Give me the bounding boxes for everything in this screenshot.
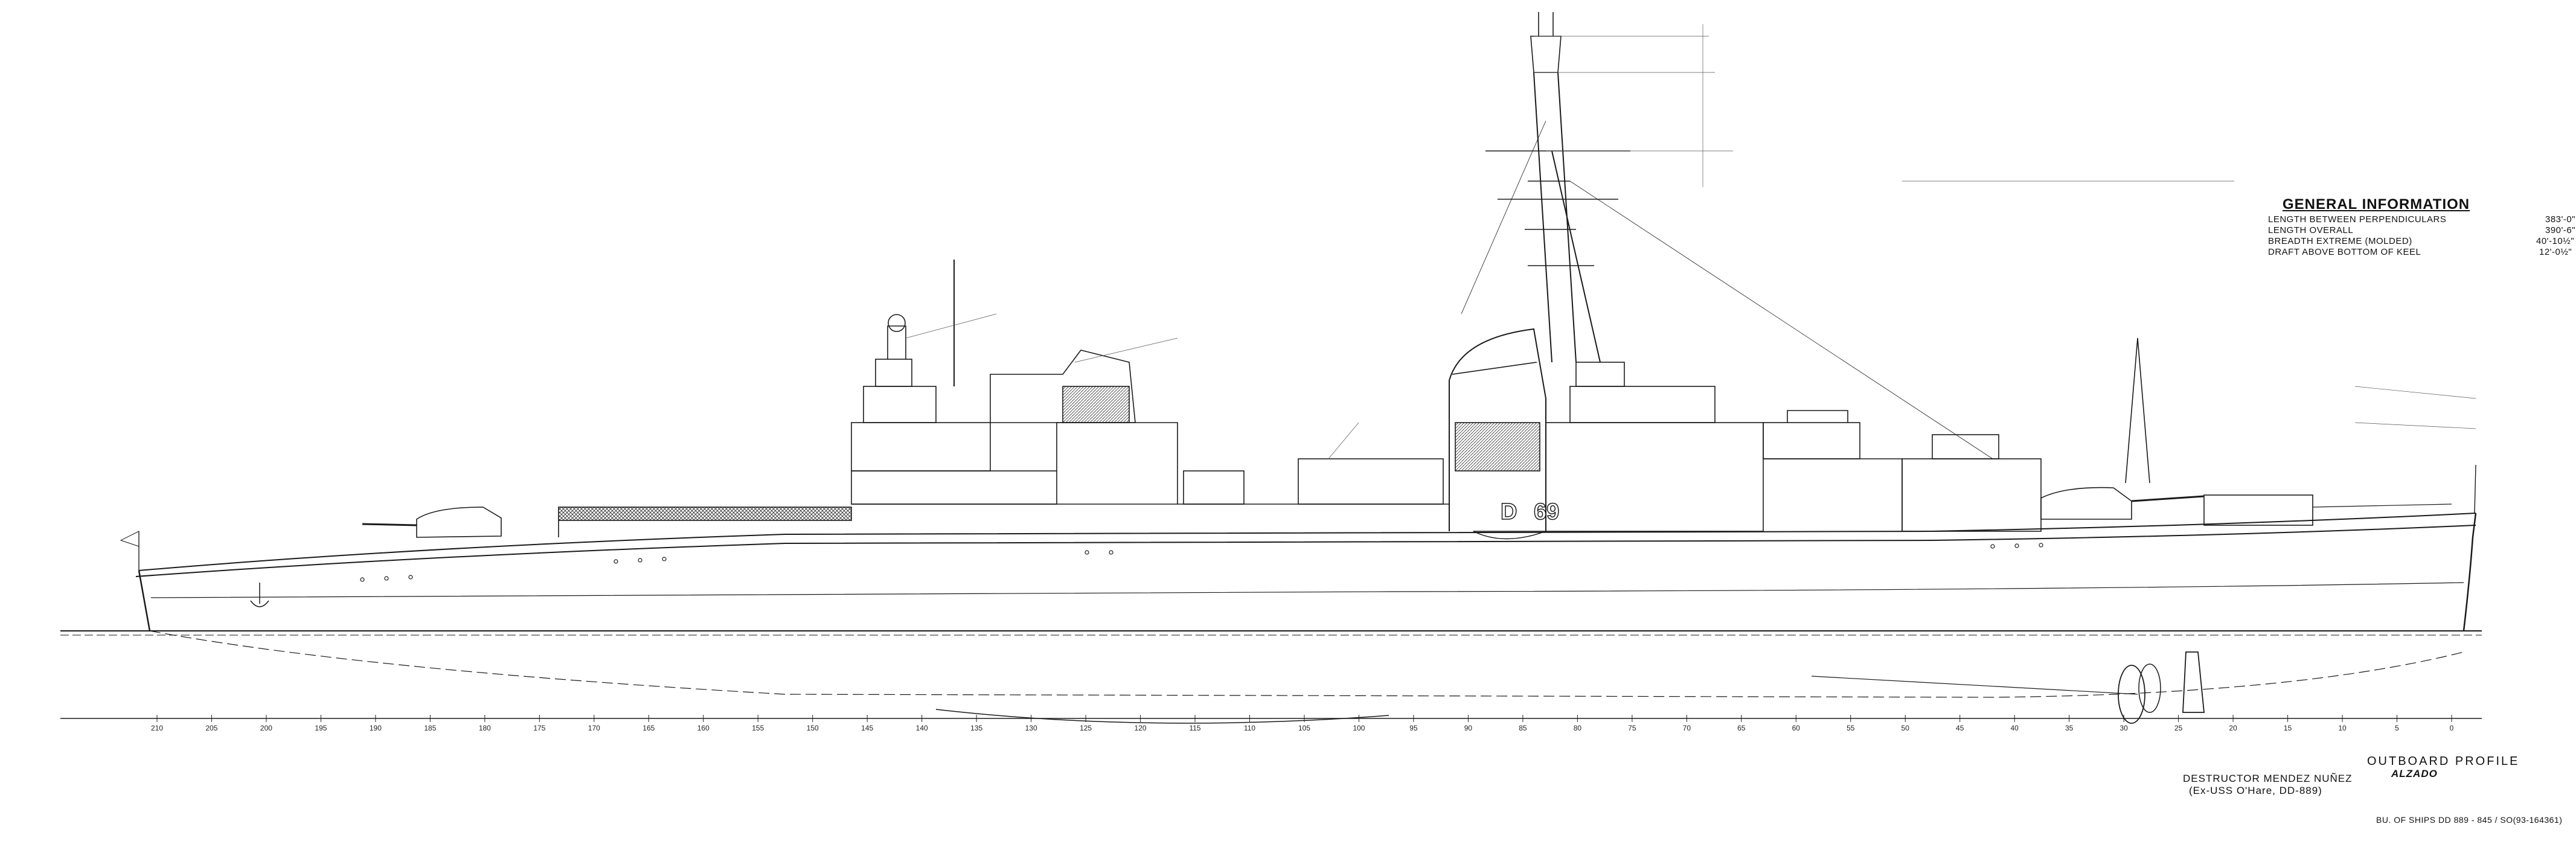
frame-label: 70	[1683, 724, 1691, 732]
frame-label: 40	[2011, 724, 2019, 732]
frame-label: 210	[151, 724, 163, 732]
frame-label: 110	[1244, 724, 1255, 732]
frame-label: 5	[2395, 724, 2399, 732]
frame-label: 105	[1298, 724, 1310, 732]
frame-label: 120	[1135, 724, 1147, 732]
ex-name: (Ex-USS O'Hare, DD-889)	[2189, 785, 2322, 796]
frame-label: 205	[205, 724, 217, 732]
frame-label: 80	[1574, 724, 1582, 732]
frame-label: 175	[533, 724, 545, 732]
frame-label: 100	[1353, 724, 1365, 732]
frame-label: 90	[1464, 724, 1473, 732]
frame-scale: 0 5 10 15 20 25 30 35 40 45 50 55 60 65 70 75 80 85 90 95 10…	[151, 715, 2454, 732]
gi-value-length-bp: 383'-0"	[2545, 214, 2576, 225]
gi-label-breadth: BREADTH EXTREME (MOLDED)	[2268, 236, 2412, 246]
frame-label: 30	[2119, 724, 2128, 732]
hull-letter: D	[1501, 499, 1517, 525]
frame-label: 170	[588, 724, 600, 732]
frame-label: 145	[861, 724, 873, 732]
frame-label: 85	[1519, 724, 1527, 732]
frame-label: 10	[2338, 724, 2347, 732]
frame-label: 45	[1956, 724, 1964, 732]
gi-value-breadth: 40'-10½"	[2536, 236, 2575, 246]
frame-label: 130	[1025, 724, 1037, 732]
drawing-reference: BU. OF SHIPS DD 889 - 845 / SO(93-164361…	[2376, 815, 2563, 825]
frame-label: 95	[1409, 724, 1418, 732]
frame-label: 150	[807, 724, 819, 732]
frame-label: 25	[2174, 724, 2183, 732]
frame-label: 200	[260, 724, 272, 732]
gi-label-length-oa: LENGTH OVERALL	[2268, 225, 2354, 235]
frame-label: 75	[1628, 724, 1636, 732]
frame-label: 160	[697, 724, 710, 732]
frame-label: 20	[2229, 724, 2237, 732]
hull-number: 69	[1534, 499, 1559, 525]
ship-name: DESTRUCTOR MENDEZ NUÑEZ	[2183, 773, 2353, 784]
frame-label: 185	[424, 724, 436, 732]
frame-label: 50	[1902, 724, 1910, 732]
gi-value-length-oa: 390'-6"	[2545, 225, 2576, 235]
hull-outline	[60, 513, 2482, 724]
frame-label: 135	[970, 724, 982, 732]
sheet-title: OUTBOARD PROFILE	[2367, 755, 2520, 768]
frame-label: 165	[642, 724, 655, 732]
frame-label: 35	[2065, 724, 2074, 732]
gi-label-length-bp: LENGTH BETWEEN PERPENDICULARS	[2268, 214, 2447, 225]
frame-label: 55	[1847, 724, 1855, 732]
frame-label: 65	[1737, 724, 1746, 732]
frame-label: 140	[916, 724, 928, 732]
frame-label: 125	[1080, 724, 1092, 732]
frame-label: 190	[370, 724, 382, 732]
dimension-lines	[905, 24, 2476, 459]
frame-label: 180	[479, 724, 491, 732]
frame-label: 195	[315, 724, 327, 732]
frame-label: 0	[2450, 724, 2454, 732]
gi-value-draft: 12'-0½"	[2539, 247, 2572, 257]
frame-label: 115	[1189, 724, 1200, 732]
sheet-subtitle: ALZADO	[2391, 768, 2438, 779]
frame-label: 15	[2284, 724, 2292, 732]
general-information-title: GENERAL INFORMATION	[2283, 196, 2470, 213]
frame-label: 60	[1792, 724, 1801, 732]
superstructure	[120, 12, 2476, 571]
frame-label: 155	[752, 724, 764, 732]
gi-label-draft: DRAFT ABOVE BOTTOM OF KEEL	[2268, 247, 2421, 257]
